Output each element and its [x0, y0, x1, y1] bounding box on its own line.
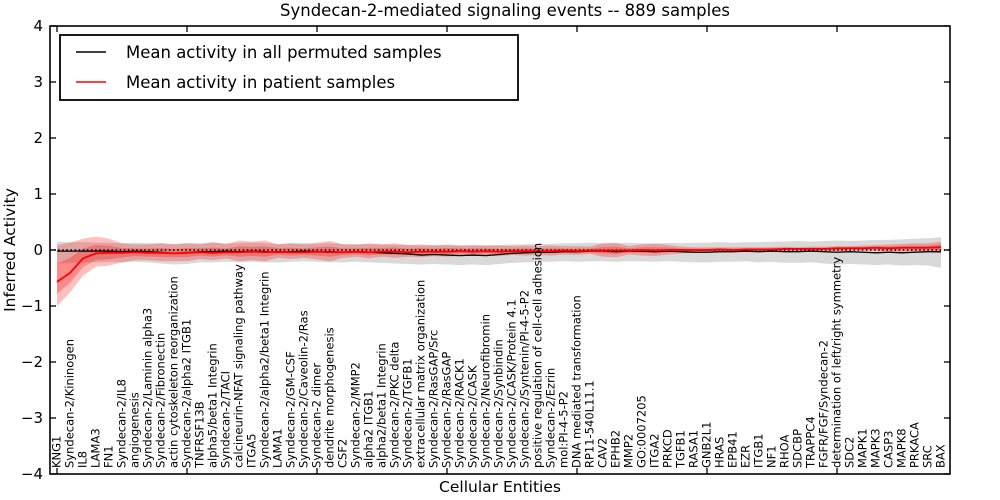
y-tick-label: −3 [21, 409, 43, 427]
x-tick-label: extracellular matrix organization [414, 280, 428, 468]
x-tick-label: Syndecan-2/CASK/Protein 4.1 [505, 299, 519, 468]
x-tick-label: GNB2L1 [700, 422, 714, 468]
legend: Mean activity in all permuted samplesMea… [59, 34, 519, 101]
y-axis-title: Inferred Activity [1, 188, 19, 312]
y-tick-label: 4 [33, 17, 43, 35]
x-tick-label: angiogenesis [128, 392, 142, 468]
y-tick-label: −2 [21, 353, 43, 371]
x-tick-label: CASP3 [882, 431, 896, 468]
x-tick-label: determination of left/right symmetry [830, 257, 844, 468]
x-tick-label: Syndecan-2/GM-CSF [284, 351, 298, 468]
x-tick-label: KNG1 [50, 436, 64, 468]
patient-mean-line [56, 246, 942, 283]
x-tick-label: Syndecan-2/IL8 [115, 379, 129, 468]
x-tick-label: Syndecan-2/RasGAP [440, 352, 454, 468]
x-tick-label: RASA1 [687, 430, 701, 468]
x-tick-label: MAPK1 [856, 428, 870, 468]
legend-label: Mean activity in patient samples [126, 73, 395, 92]
confidence-bands [57, 236, 941, 306]
x-tick-label: FGFR/FGF/Syndecan-2 [817, 340, 831, 468]
x-tick-label: dendrite morphogenesis [323, 327, 337, 468]
x-tick-label: RP11-540L11.1 [583, 380, 597, 468]
y-tick-label: 0 [33, 241, 43, 259]
y-axis-labels: −4 −3 −2 −1 0 1 2 3 4 [21, 17, 43, 483]
y-tick-label: 3 [33, 73, 43, 91]
x-tick-label: Syndecan-2/TACI [219, 371, 233, 468]
x-tick-label: SDC2 [843, 436, 857, 468]
x-tick-label: Syndecan-2/Fibronectin [154, 333, 168, 468]
x-tick-label: Syndecan-2/MMP2 [349, 362, 363, 468]
x-tick-label: Syndecan-2/Synbindin [492, 339, 506, 468]
x-tick-label: Syndecan-2/Laminin alpha3 [141, 308, 155, 468]
x-tick-label: Syndecan-2/RACK1 [453, 358, 467, 468]
x-tick-label: ITGA2 [648, 433, 662, 468]
patient-band-outer [57, 236, 941, 306]
x-tick-label: actin cytoskeleton reorganization [167, 276, 181, 468]
x-tick-label: FN1 [102, 445, 116, 468]
x-tick-label: CSF2 [336, 439, 350, 468]
x-axis-title: Cellular Entities [439, 478, 561, 496]
x-tick-label: alpha2/beta1 Integrin [375, 343, 389, 468]
x-tick-label: EZR [739, 445, 753, 468]
x-tick-label: Syndecan-2/Neurofibromin [479, 314, 493, 468]
x-tick-label: PRKACA [908, 422, 922, 468]
x-tick-label: MAPK3 [869, 428, 883, 468]
x-tick-label: Syndecan-2/alpha2 ITGB1 [180, 319, 194, 468]
x-tick-label: CAV2 [596, 438, 610, 468]
x-tick-label: PRKCD [661, 429, 675, 468]
x-tick-label: LAMA3 [89, 428, 103, 468]
x-tick-label: Syndecan-2/Caveolin-2/Ras [297, 310, 311, 468]
axis-ticks [50, 25, 950, 475]
x-tick-label: TNFRSF13B [193, 401, 207, 469]
x-tick-label: alpha2 ITGB1 [362, 391, 376, 468]
x-tick-label: TGFB1 [674, 430, 688, 469]
x-tick-label: MMP2 [622, 434, 636, 468]
x-tick-label: BAX [934, 444, 948, 468]
x-tick-label: IL8 [76, 451, 90, 468]
x-tick-label: ITGA5 [245, 433, 259, 468]
x-tick-label: Syndecan-2/CASK [466, 365, 480, 468]
x-tick-label: ITGB1 [752, 433, 766, 468]
x-tick-label: DNA mediated transformation [570, 295, 584, 468]
x-tick-label: Syndecan-2 dimer [310, 363, 324, 468]
x-tick-label: GO:0007205 [635, 395, 649, 468]
x-tick-label: HRAS [713, 437, 727, 468]
x-tick-label: Syndecan-2/Syntenin/PI-4-5-P2 [518, 290, 532, 468]
x-tick-label: MAPK8 [895, 428, 909, 468]
x-tick-label: SDCBP [791, 429, 805, 468]
x-tick-label: mol:PI-4-5-P2 [557, 391, 571, 468]
x-tick-label: EPHB2 [609, 430, 623, 468]
x-tick-label: RHOA [778, 435, 792, 468]
y-tick-label: 1 [33, 185, 43, 203]
x-tick-label: SRC [921, 445, 935, 468]
x-tick-label: Syndecan-2/TGFB1 [401, 358, 415, 468]
y-tick-label: −4 [21, 465, 43, 483]
y-tick-label: 2 [33, 129, 43, 147]
y-tick-label: −1 [21, 297, 43, 315]
x-tick-label: TRAPPC4 [804, 416, 818, 469]
x-tick-label: positive regulation of cell-cell adhesio… [531, 243, 545, 468]
x-tick-label: alpha5/beta1 Integrin [206, 343, 220, 468]
series-lines [56, 246, 942, 283]
x-tick-label: NF1 [765, 445, 779, 468]
legend-box [59, 34, 519, 101]
x-tick-label: Syndecan-2/Ezrin [544, 368, 558, 468]
legend-label: Mean activity in all permuted samples [126, 43, 442, 62]
x-tick-label: LAMA1 [271, 428, 285, 468]
x-tick-label: Syndecan-2/alpha2/beta1 Integrin [258, 271, 272, 468]
x-tick-label: calcineurin-NFAT signaling pathway [232, 264, 246, 468]
chart-title: Syndecan-2-mediated signaling events -- … [280, 1, 730, 20]
x-tick-label: EPB41 [726, 431, 740, 468]
x-tick-label: Syndecan-2/RasGAP/Src [427, 330, 441, 468]
x-tick-label: Syndecan-2/Kininogen [63, 339, 77, 468]
x-tick-label: Syndecan-2/PKC delta [388, 342, 402, 468]
